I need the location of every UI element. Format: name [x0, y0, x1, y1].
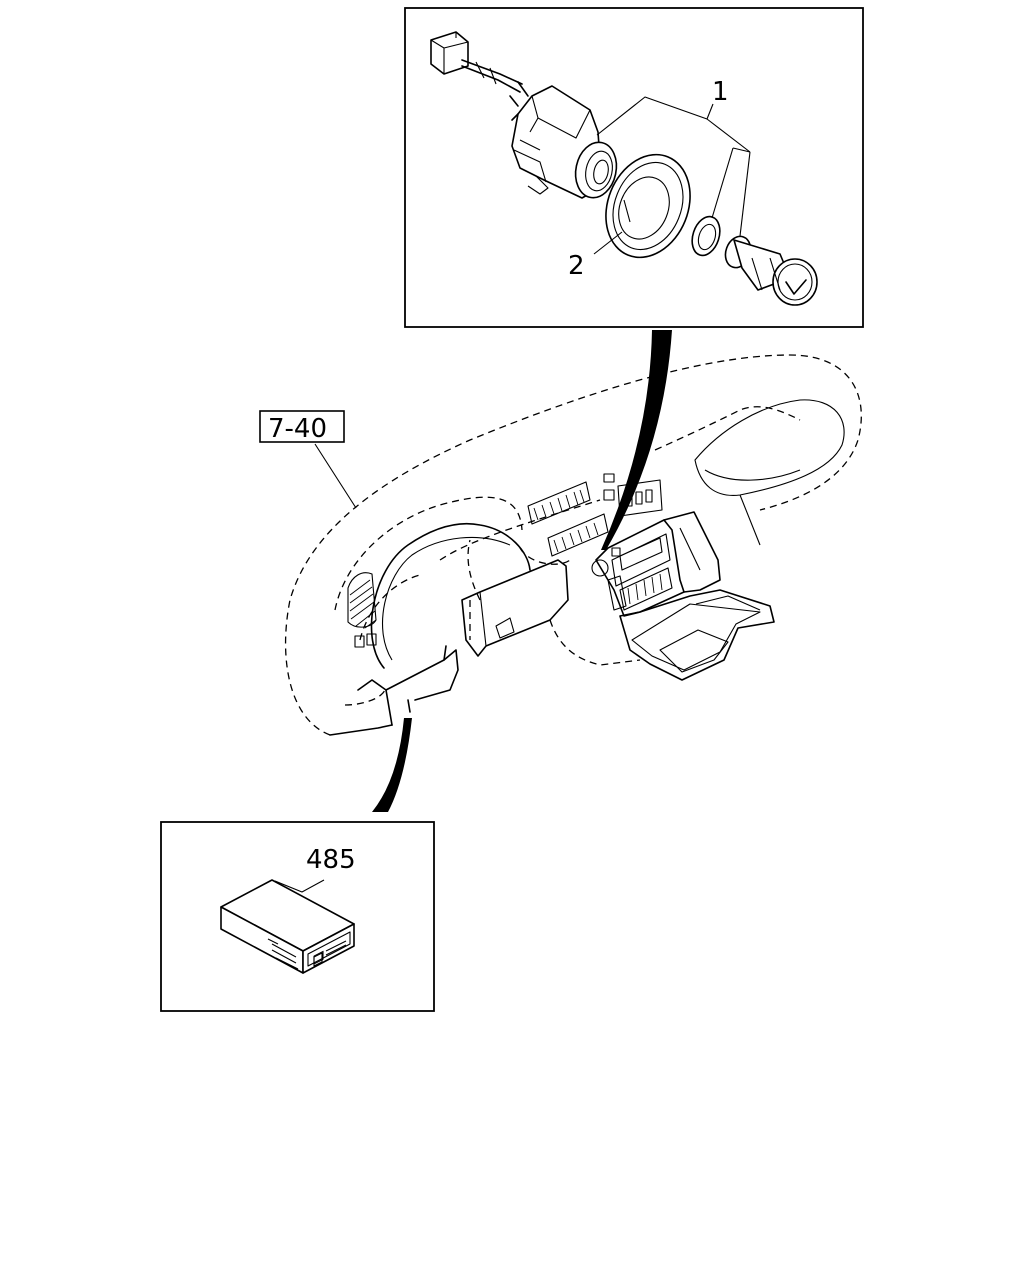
lighter-socket: [511, 85, 618, 199]
top-callout-box: 1 2: [404, 7, 864, 328]
bottom-pointer: [372, 718, 412, 812]
reference-box: [259, 410, 345, 443]
center-console: [595, 519, 685, 617]
left-switch-1: [354, 635, 365, 648]
control-module: [220, 879, 355, 974]
reference-label: 7-40: [268, 414, 327, 444]
floor-console: [619, 589, 775, 681]
part-485-label: 485: [306, 845, 356, 875]
bottom-callout-box: 485: [160, 821, 435, 1012]
leader-part-1: [596, 96, 751, 237]
connector-plug: [430, 31, 529, 107]
top-pointer: [601, 330, 672, 550]
dash-lighter-socket: [591, 559, 609, 577]
left-vent: [347, 572, 377, 629]
small-ring: [691, 215, 721, 257]
center-vent-upper: [527, 481, 591, 525]
ring-bezel: [605, 153, 691, 259]
center-vent-lower: [547, 513, 609, 557]
leader-part-2: [593, 231, 623, 255]
leader-part-485: [274, 879, 325, 893]
reference-leader: [314, 443, 357, 509]
lighter-plug: [724, 235, 818, 306]
part-1-label: 1: [712, 77, 729, 107]
dashboard-illustration: 7-40: [259, 354, 862, 736]
part-2-label: 2: [568, 251, 585, 281]
